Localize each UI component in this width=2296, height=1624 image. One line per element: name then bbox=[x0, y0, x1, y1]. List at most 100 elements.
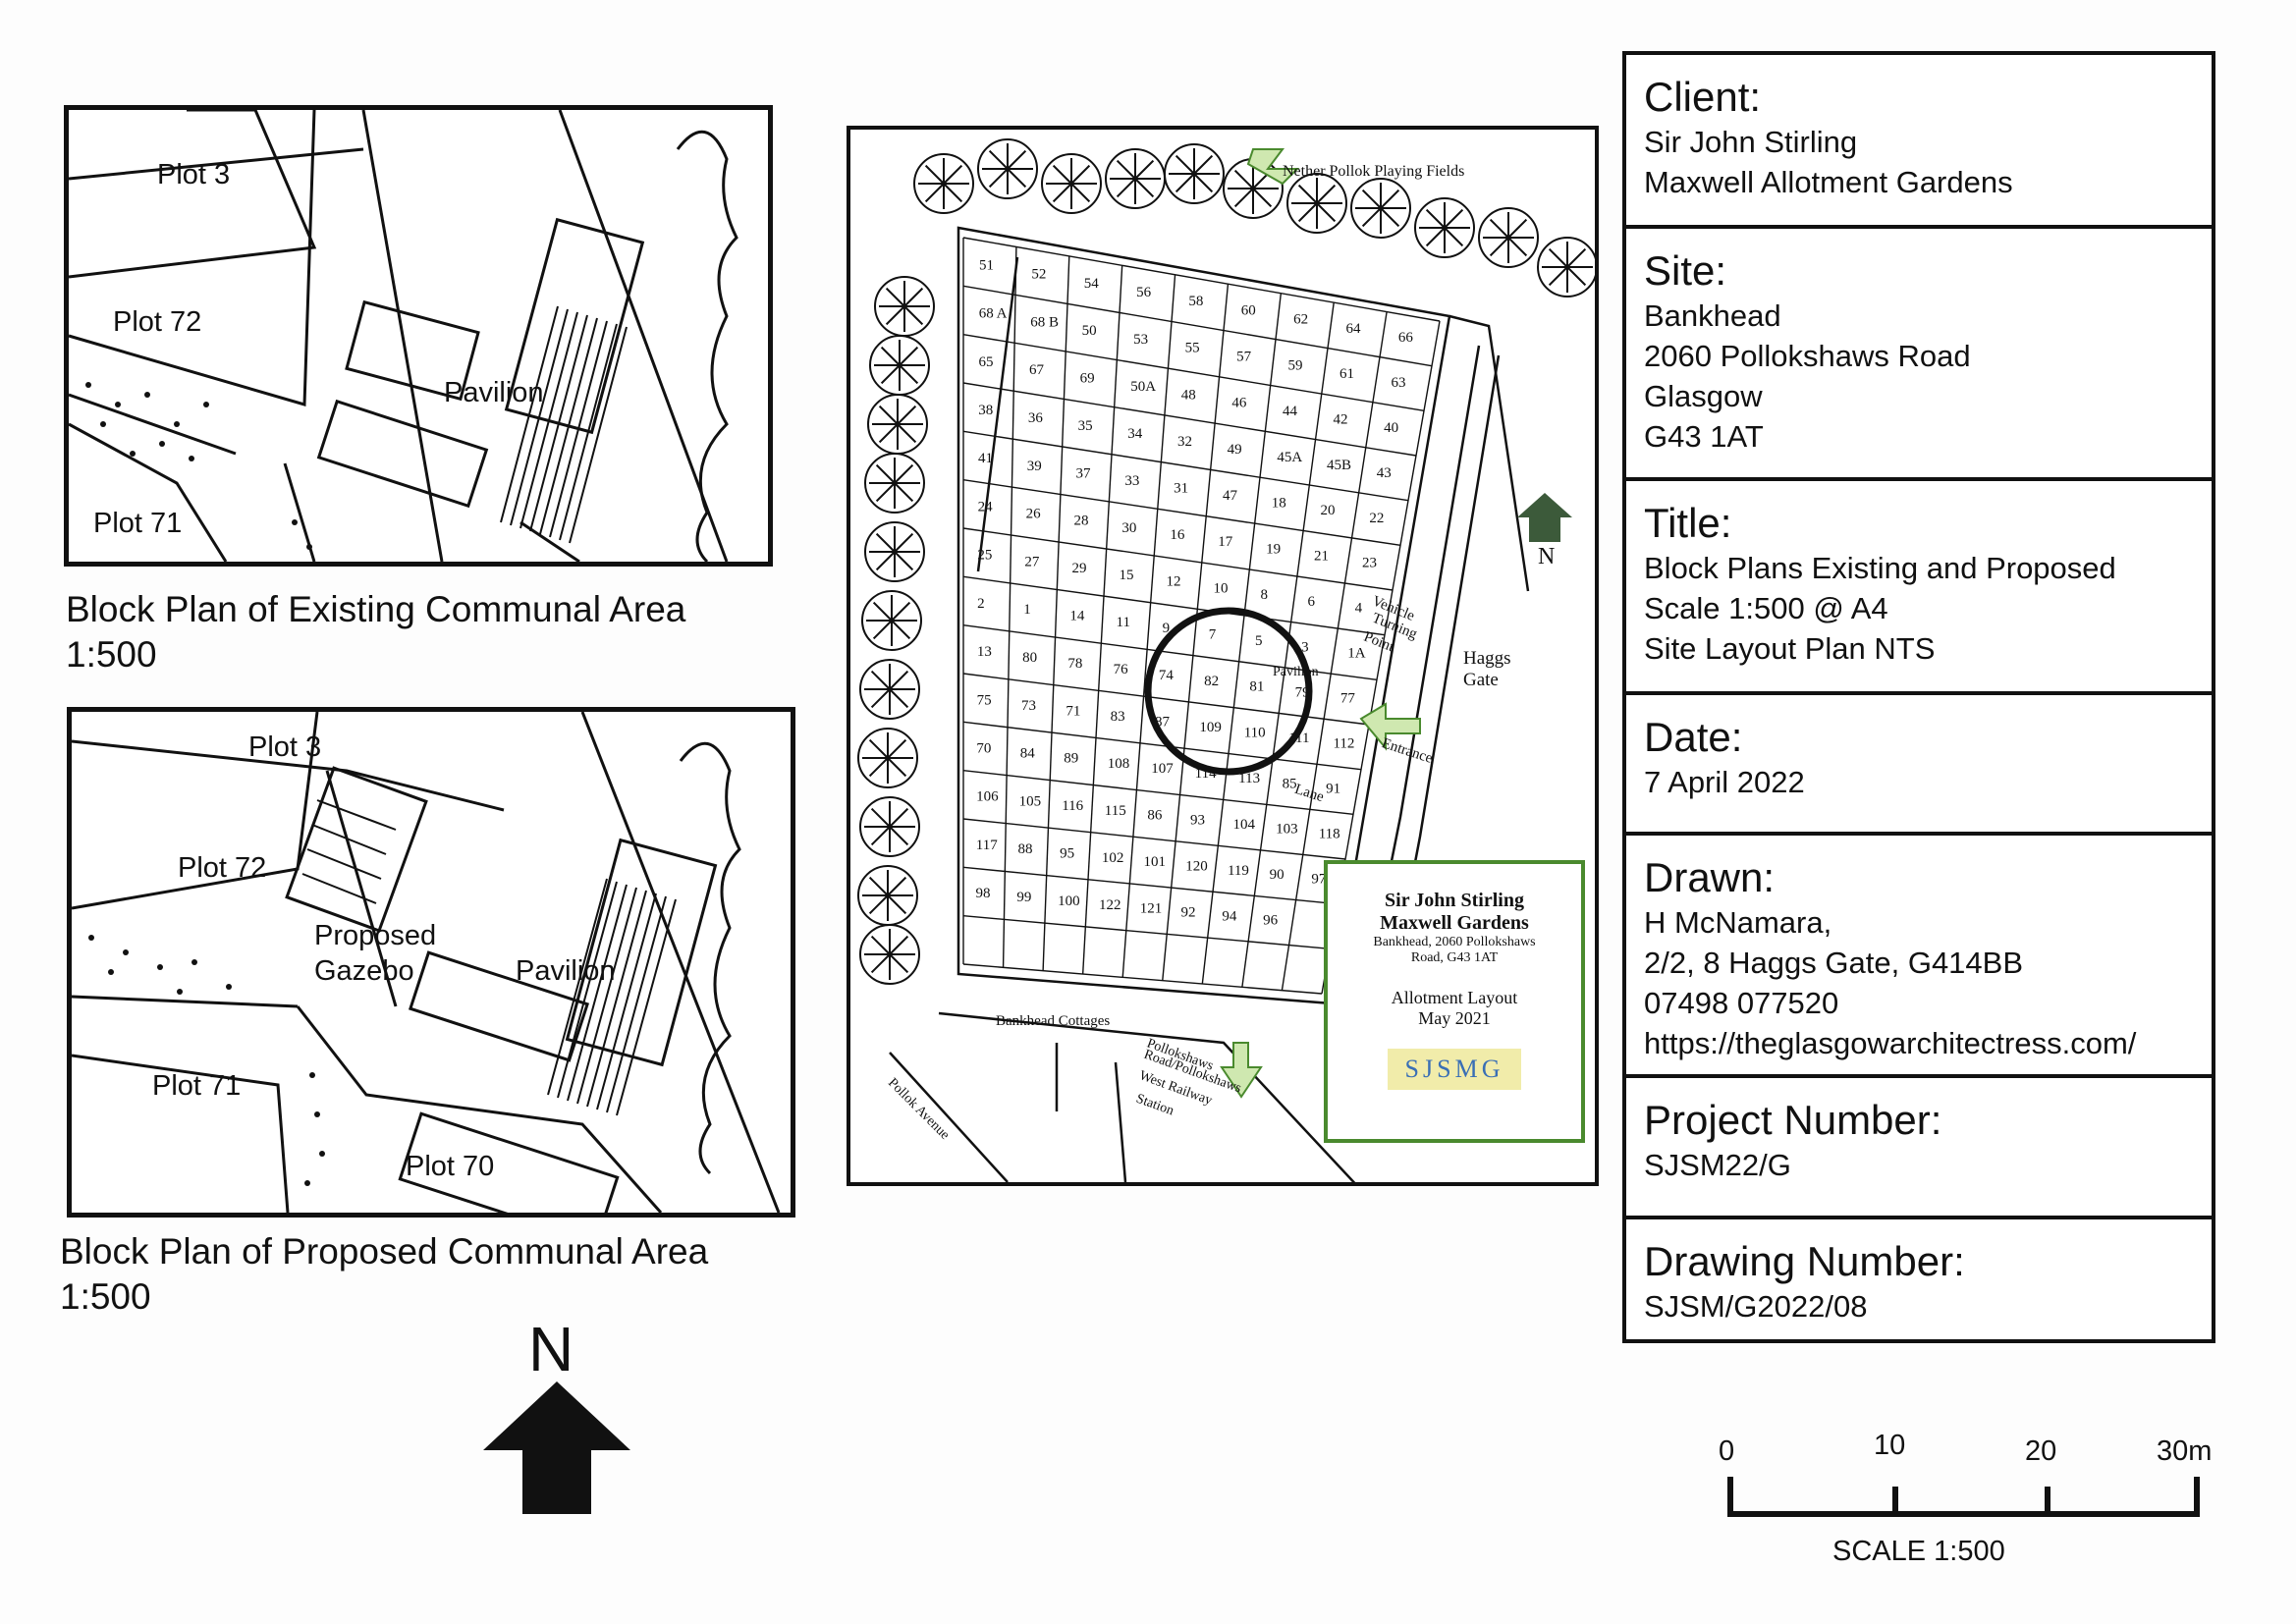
plot-number: 37 bbox=[1076, 465, 1092, 481]
plot-number: 85 bbox=[1283, 776, 1297, 791]
plot-number: 16 bbox=[1170, 527, 1185, 543]
tree-branch bbox=[924, 183, 945, 203]
tree-branch bbox=[889, 807, 909, 828]
tree-branch bbox=[1052, 183, 1072, 203]
plot-number: 68 B bbox=[1030, 314, 1059, 330]
legend-line-6: May 2021 bbox=[1418, 1008, 1491, 1028]
tree-branch bbox=[878, 405, 899, 425]
north-arrow-label: N bbox=[528, 1314, 574, 1384]
plot-number: 61 bbox=[1339, 366, 1354, 382]
scale-bar-line bbox=[1727, 1477, 2200, 1517]
tree-branch bbox=[880, 346, 901, 366]
plot-number: 26 bbox=[1026, 507, 1042, 522]
plot-number: 100 bbox=[1058, 893, 1080, 909]
scale-bar: 0 10 20 30m SCALE 1:500 bbox=[1709, 1430, 2219, 1583]
plot-number: 23 bbox=[1362, 556, 1377, 571]
existing-plot-72-label: Plot 72 bbox=[113, 306, 202, 338]
tb-site: Site: Bankhead 2060 Pollokshaws Road Gla… bbox=[1626, 229, 2212, 481]
scale-tick-30: 30m bbox=[2157, 1435, 2213, 1467]
tree-branch bbox=[1233, 188, 1254, 208]
plot-row-line bbox=[962, 575, 1386, 636]
tree-branch bbox=[1444, 227, 1464, 247]
plot-number: 92 bbox=[1181, 905, 1196, 921]
tree-branch bbox=[1007, 168, 1027, 189]
plot-number: 31 bbox=[1174, 480, 1188, 496]
tree-branch bbox=[1380, 189, 1400, 209]
plot-number: 82 bbox=[1204, 674, 1219, 689]
plot-number: 45A bbox=[1277, 450, 1302, 465]
existing-plan-caption: Block Plan of Existing Communal Area 1:5… bbox=[66, 587, 685, 677]
existing-plot-3-label: Plot 3 bbox=[157, 159, 231, 190]
plot-number: 47 bbox=[1223, 488, 1238, 504]
tb-site-line: 2060 Pollokshaws Road bbox=[1644, 339, 1971, 373]
proposed-caption-scale: 1:500 bbox=[60, 1276, 151, 1317]
tree-branch bbox=[1193, 173, 1214, 193]
proposed-plan-caption: Block Plan of Proposed Communal Area 1:5… bbox=[60, 1229, 708, 1320]
tree-branch bbox=[1070, 183, 1091, 203]
tree-branch bbox=[1116, 159, 1136, 180]
north-arrow: N bbox=[481, 1314, 633, 1517]
tree-branch bbox=[875, 463, 896, 484]
tree-branch bbox=[924, 164, 945, 185]
plot-row-line bbox=[962, 818, 1346, 860]
existing-plan-drawing bbox=[69, 110, 738, 562]
tree-branch bbox=[870, 826, 891, 846]
plot-row-line bbox=[962, 237, 1441, 322]
plot-row-line bbox=[962, 382, 1417, 457]
tree-branch bbox=[870, 670, 891, 690]
plot-number: 45B bbox=[1327, 458, 1351, 473]
plot-number: 52 bbox=[1031, 267, 1046, 283]
plot-number: 97 bbox=[1311, 871, 1327, 887]
tb-drawn-line: 07498 077520 bbox=[1644, 986, 1839, 1020]
plot-number: 2 bbox=[977, 596, 985, 612]
proposed-plot-3-label: Plot 3 bbox=[248, 731, 322, 763]
plot-number: 3 bbox=[1301, 639, 1309, 655]
tree-branch bbox=[1444, 208, 1464, 229]
tree-branch bbox=[897, 405, 917, 425]
tree-branch bbox=[1380, 207, 1400, 228]
plot-number: 34 bbox=[1127, 426, 1143, 442]
tree-branch bbox=[988, 168, 1009, 189]
plot-number: 4 bbox=[1355, 601, 1363, 617]
existing-caption-title: Block Plan of Existing Communal Area bbox=[66, 589, 686, 629]
plot-number: 17 bbox=[1218, 534, 1233, 550]
tree-branch bbox=[889, 935, 909, 955]
plot-number: 119 bbox=[1228, 863, 1249, 879]
plot-number: 95 bbox=[1060, 846, 1074, 862]
plot-row-line bbox=[962, 769, 1354, 816]
tree-branch bbox=[1297, 184, 1318, 204]
title-block: Client: Sir John Stirling Maxwell Allotm… bbox=[1622, 51, 2215, 1343]
tb-site-heading: Site: bbox=[1644, 247, 1727, 294]
existing-pavilion-label: Pavilion bbox=[444, 377, 544, 408]
tb-site-line: Bankhead bbox=[1644, 298, 1781, 333]
plot-number: 94 bbox=[1222, 909, 1237, 925]
proposed-plan-frame: Plot 3 Plot 72 Plot 71 Plot 70 Proposed … bbox=[67, 707, 795, 1218]
plot-number: 80 bbox=[1022, 650, 1037, 666]
plot-number: 57 bbox=[1236, 350, 1252, 365]
tree-branch bbox=[943, 183, 963, 203]
plot-number: 20 bbox=[1321, 503, 1336, 518]
plot-number: 60 bbox=[1241, 302, 1256, 318]
tree-branch bbox=[1489, 218, 1509, 239]
plot-number: 98 bbox=[976, 886, 991, 901]
tree-branch bbox=[899, 364, 919, 385]
tree-branch bbox=[1316, 202, 1337, 223]
plot-number: 28 bbox=[1073, 514, 1088, 529]
scale-tick-20: 20 bbox=[2025, 1435, 2057, 1467]
plot-number: 117 bbox=[976, 838, 998, 853]
tree-branch bbox=[870, 807, 891, 828]
scale-tick-0: 0 bbox=[1719, 1435, 1735, 1467]
tb-date-heading: Date: bbox=[1644, 714, 1743, 760]
legend-line-3: Bankhead, 2060 Pollokshaws bbox=[1373, 935, 1536, 949]
plot-number: 104 bbox=[1233, 817, 1256, 833]
plot-number: 88 bbox=[1017, 841, 1032, 857]
tree-branch bbox=[872, 601, 893, 622]
tb-site-line: Glasgow bbox=[1644, 379, 1763, 413]
proposed-caption-title: Block Plan of Proposed Communal Area bbox=[60, 1231, 709, 1272]
plot-number: 86 bbox=[1147, 808, 1163, 824]
plot-number: 41 bbox=[978, 451, 993, 466]
tb-title: Title: Block Plans Existing and Proposed… bbox=[1626, 481, 2212, 695]
proposed-gazebo-label-1: Proposed bbox=[314, 920, 437, 951]
plot-number: 11 bbox=[1117, 615, 1130, 630]
